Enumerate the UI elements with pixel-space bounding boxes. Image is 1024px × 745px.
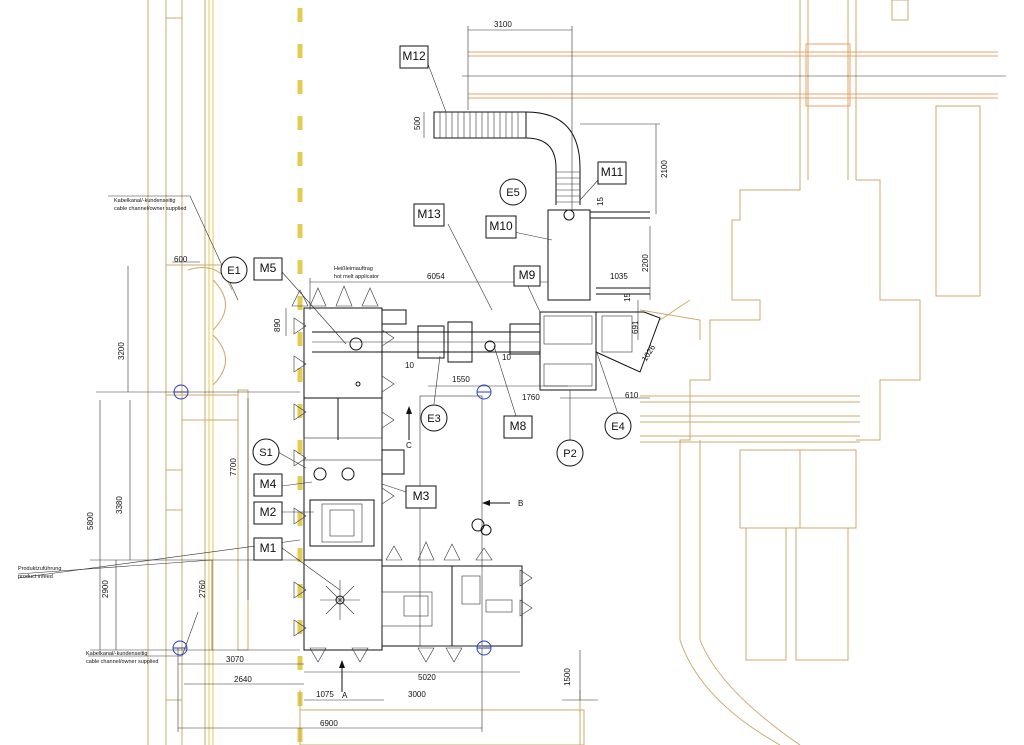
label-m13: M13 — [413, 203, 445, 227]
dim-5800: 5800 — [86, 512, 95, 530]
dim-610: 610 — [625, 391, 639, 400]
hotmelt-note-en: hot melt applicator — [334, 274, 379, 280]
circle-e1: E1 — [220, 256, 248, 284]
svg-text:M4: M4 — [260, 477, 277, 491]
svg-text:M2: M2 — [260, 505, 277, 519]
cable-channel-note-bottom-de: Kabelkanal/-kundenseitig — [86, 651, 147, 657]
dim-7700: 7700 — [229, 458, 238, 476]
view-arrow-b-label: B — [518, 499, 523, 508]
dim-2200: 2200 — [641, 254, 650, 272]
label-m12: M12 — [399, 45, 429, 69]
label-m8: M8 — [503, 415, 533, 439]
dim-10-right: 10 — [502, 353, 511, 362]
label-m11: M11 — [597, 161, 627, 185]
svg-text:M3: M3 — [413, 489, 430, 503]
dim-890: 890 — [273, 318, 282, 332]
label-m1: M1 — [253, 537, 283, 561]
dim-2100: 2100 — [660, 160, 669, 178]
annotation-texts: Kabelkanal/-kundenseitig cable channel/o… — [18, 198, 523, 700]
svg-text:E3: E3 — [427, 413, 440, 425]
svg-text:M8: M8 — [510, 419, 527, 433]
svg-text:E1: E1 — [227, 265, 240, 277]
dim-691: 691 — [631, 320, 640, 334]
dim-3100: 3100 — [494, 20, 512, 29]
dim-500: 500 — [413, 116, 422, 130]
product-infeed-note-de: Produktzuführung — [18, 566, 61, 572]
machine-layout — [172, 111, 661, 692]
view-arrow-a-label: A — [342, 691, 348, 700]
svg-text:M1: M1 — [260, 541, 277, 555]
svg-text:S1: S1 — [259, 447, 272, 459]
dim-2640: 2640 — [234, 675, 252, 684]
cable-channel-note-top-de: Kabelkanal/-kundenseitig — [114, 198, 175, 204]
circle-e4: E4 — [604, 412, 632, 440]
cable-channel-note-bottom-en: cable channel/owner supplied — [86, 659, 158, 665]
label-m3: M3 — [405, 485, 437, 509]
svg-text:P2: P2 — [563, 448, 576, 460]
dim-15-top: 15 — [596, 197, 605, 206]
dim-3380: 3380 — [115, 496, 124, 514]
cable-channel-note-top-en: cable channel/owner supplied — [114, 206, 186, 212]
svg-text:M12: M12 — [402, 49, 426, 63]
dim-3000: 3000 — [408, 690, 426, 699]
overhead-conveyor-lines — [462, 43, 1006, 107]
dim-10-left: 10 — [405, 361, 414, 370]
label-m9: M9 — [513, 265, 541, 287]
svg-text:M9: M9 — [519, 268, 536, 282]
label-m2: M2 — [253, 501, 283, 525]
dim-1075: 1075 — [316, 690, 334, 699]
dim-1550: 1550 — [452, 375, 470, 384]
dimension-lines — [17, 26, 660, 732]
building-outline — [147, 0, 981, 745]
svg-text:E4: E4 — [611, 421, 624, 433]
svg-text:E5: E5 — [506, 187, 519, 199]
circle-e5: E5 — [499, 178, 527, 206]
leader-lines — [277, 63, 619, 591]
circle-labels: E1 E5 E3 E4 P2 S1 — [220, 178, 632, 467]
dim-2760: 2760 — [198, 580, 207, 598]
dim-5020: 5020 — [418, 673, 436, 682]
dim-15-bottom: 15 — [623, 293, 632, 302]
dimension-texts: 3100 500 2100 15 2200 1035 15 6054 890 6… — [86, 20, 669, 728]
hotmelt-note-de: Heißleimauftrag — [334, 266, 373, 272]
dim-1026: 1026 — [640, 343, 657, 363]
svg-text:M13: M13 — [417, 207, 441, 221]
machine-labels: M12 M11 M13 M10 M9 M5 M8 M3 M4 M2 M1 — [253, 45, 627, 561]
dim-1035: 1035 — [610, 272, 628, 281]
dim-6900: 6900 — [320, 719, 338, 728]
dim-1760: 1760 — [522, 393, 540, 402]
dim-600: 600 — [174, 255, 188, 264]
circle-p2: P2 — [556, 439, 584, 467]
label-m4: M4 — [253, 473, 283, 497]
label-m10: M10 — [485, 215, 517, 239]
dim-3200: 3200 — [117, 342, 126, 360]
dim-6054: 6054 — [427, 272, 445, 281]
label-m5: M5 — [253, 257, 283, 281]
product-infeed-note-en: product infeed — [18, 574, 53, 580]
svg-text:M5: M5 — [260, 261, 277, 275]
dim-3070: 3070 — [226, 655, 244, 664]
circle-e3: E3 — [420, 404, 448, 432]
dim-2900: 2900 — [101, 580, 110, 598]
circle-s1: S1 — [252, 438, 280, 466]
svg-text:M10: M10 — [489, 219, 513, 233]
svg-text:M11: M11 — [601, 165, 624, 179]
dim-1500: 1500 — [563, 668, 572, 686]
view-arrow-c-label: C — [406, 441, 412, 450]
